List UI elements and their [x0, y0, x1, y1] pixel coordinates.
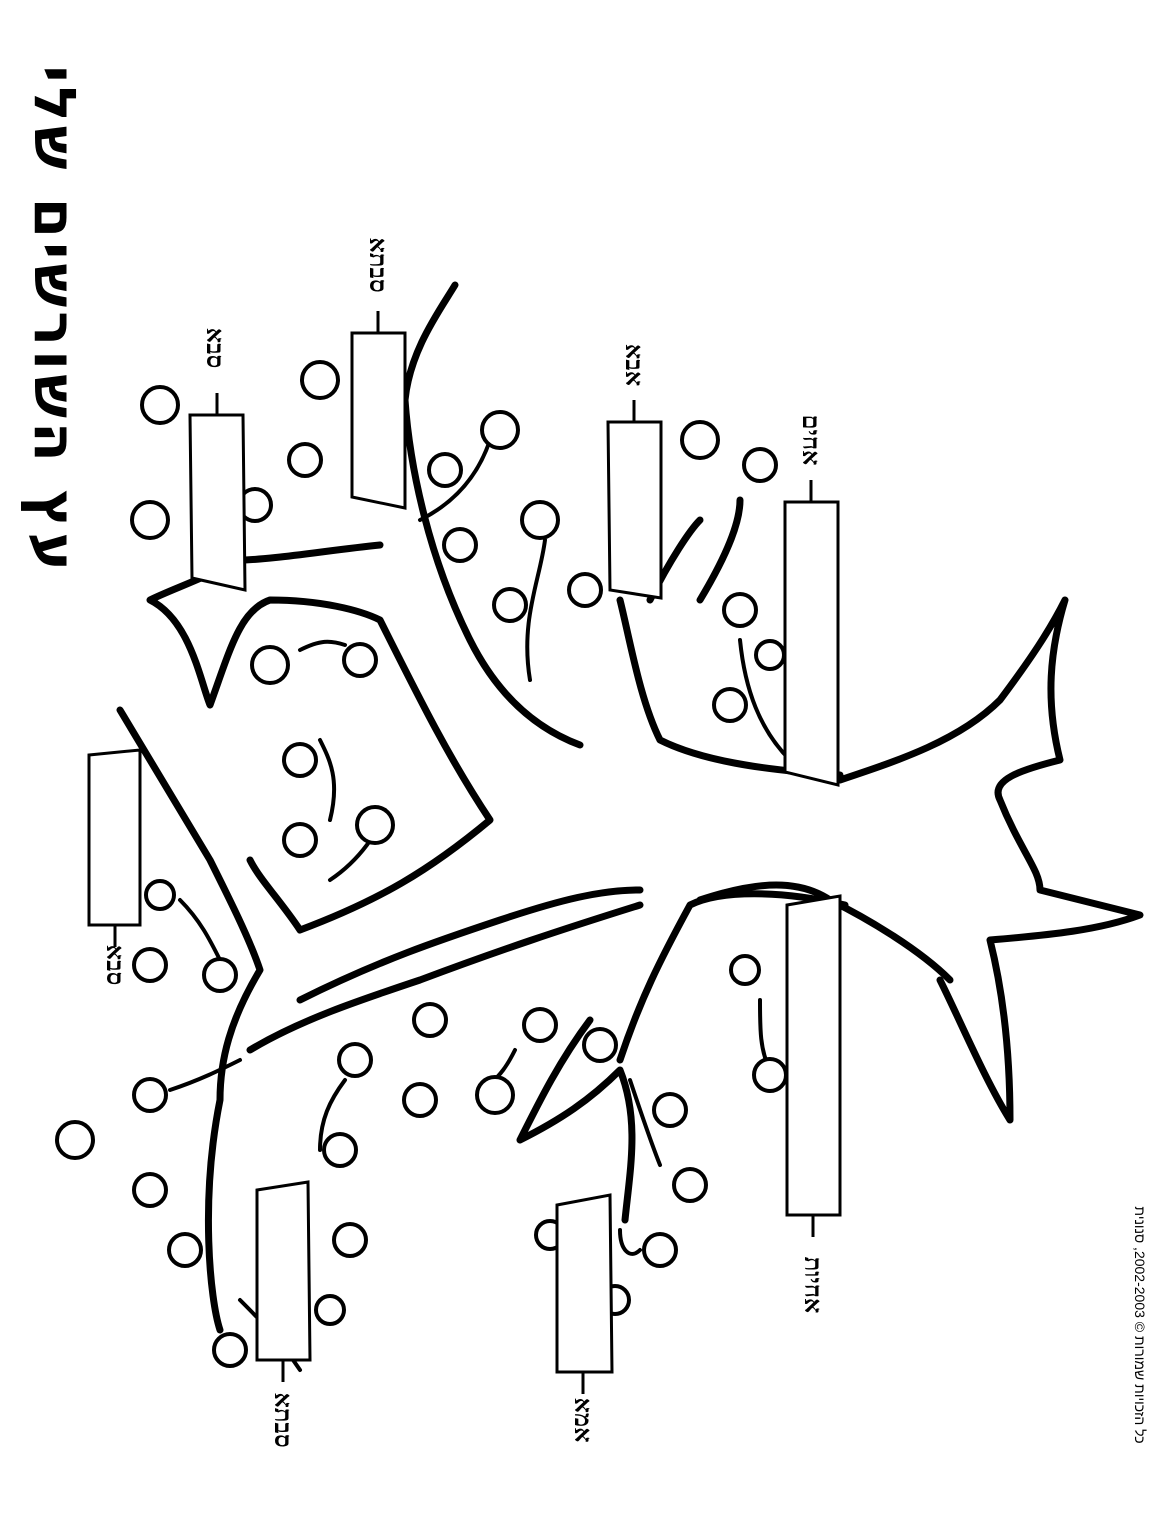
branch-upper-inner: [646, 496, 744, 604]
label-achim: אחים: [797, 414, 825, 466]
name-box-savta-paternal[interactable]: [350, 331, 407, 510]
label-saba-paternal: סבא: [201, 327, 229, 369]
name-box-savta-maternal[interactable]: [255, 1180, 312, 1362]
name-box-aba[interactable]: [606, 420, 663, 600]
label-ima: אמא: [569, 1397, 597, 1443]
label-savta-paternal: סבתא: [364, 237, 392, 293]
name-box-achim[interactable]: [783, 500, 840, 787]
name-box-ima[interactable]: [555, 1193, 614, 1374]
tree-roots: [836, 596, 1144, 1124]
copyright-notice: כל הזכויות שמורות © 2002-2003, סנונית: [1132, 1206, 1148, 1444]
trunk-outline-bottom: [616, 890, 849, 1064]
page-title: עץ השורשים שלי: [21, 65, 89, 575]
branch-upper: [401, 281, 584, 749]
label-saba-maternal: סבא: [101, 944, 129, 986]
name-box-saba-paternal[interactable]: [188, 413, 247, 592]
trunk-outline-top: [616, 596, 844, 779]
branch-left-outer: [116, 706, 264, 1334]
label-connectors: [113, 311, 815, 1394]
leaves: [55, 360, 788, 1368]
label-achayot: אחיות: [799, 1256, 827, 1314]
branch-upper-left: [146, 541, 494, 934]
label-aba: אבא: [620, 343, 648, 387]
label-savta-maternal: סבתא: [269, 1392, 297, 1448]
name-box-saba-maternal[interactable]: [87, 748, 142, 927]
name-box-achayot[interactable]: [785, 894, 842, 1217]
branch-lower: [246, 886, 644, 1054]
branch-lower-2: [516, 1016, 636, 1224]
